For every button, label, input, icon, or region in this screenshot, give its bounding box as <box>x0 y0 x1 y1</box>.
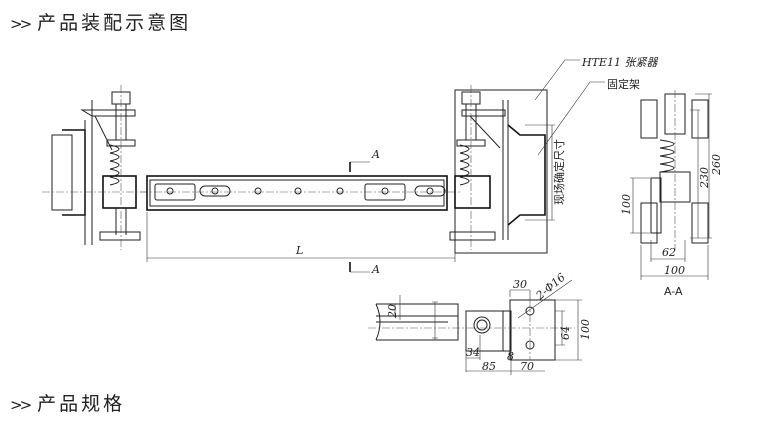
dim-100-plate: 100 <box>579 319 592 340</box>
field-size-label: 现场确定尺寸 <box>552 139 566 205</box>
section-mark-top: A <box>371 148 380 161</box>
dim-260: 260 <box>710 154 723 176</box>
double-chevron-right-icon: >> <box>10 396 32 414</box>
dim-62: 62 <box>662 246 676 259</box>
specs-heading: >> 产品规格 <box>10 389 125 416</box>
double-chevron-right-icon: >> <box>10 15 32 33</box>
dim-34: 34 <box>466 346 480 359</box>
beam <box>140 175 460 211</box>
section-view-label: A-A <box>664 285 683 298</box>
specs-title: 产品规格 <box>37 393 126 415</box>
left-tensioner <box>42 85 150 250</box>
dim-230: 230 <box>698 167 711 189</box>
dim-30: 30 <box>513 278 527 291</box>
dim-8: 8 <box>507 350 514 363</box>
section-view <box>630 90 712 280</box>
dim-70: 70 <box>520 360 534 373</box>
dim-20: 20 <box>386 304 399 319</box>
dim-100-bracket: 100 <box>620 194 633 215</box>
section-mark-bottom: A <box>371 263 380 276</box>
assembly-heading: >> 产品装配示意图 <box>10 8 191 35</box>
tensioner-label: HTE11 张紧器 <box>581 56 658 69</box>
length-label: L <box>295 244 303 257</box>
assembly-title: 产品装配示意图 <box>37 12 192 34</box>
dim-85: 85 <box>482 360 496 373</box>
detail-view <box>368 279 582 375</box>
dim-64: 64 <box>559 326 572 340</box>
dim-100-width: 100 <box>664 264 685 277</box>
right-tensioner <box>449 85 555 254</box>
bracket-label: 固定架 <box>607 77 640 91</box>
